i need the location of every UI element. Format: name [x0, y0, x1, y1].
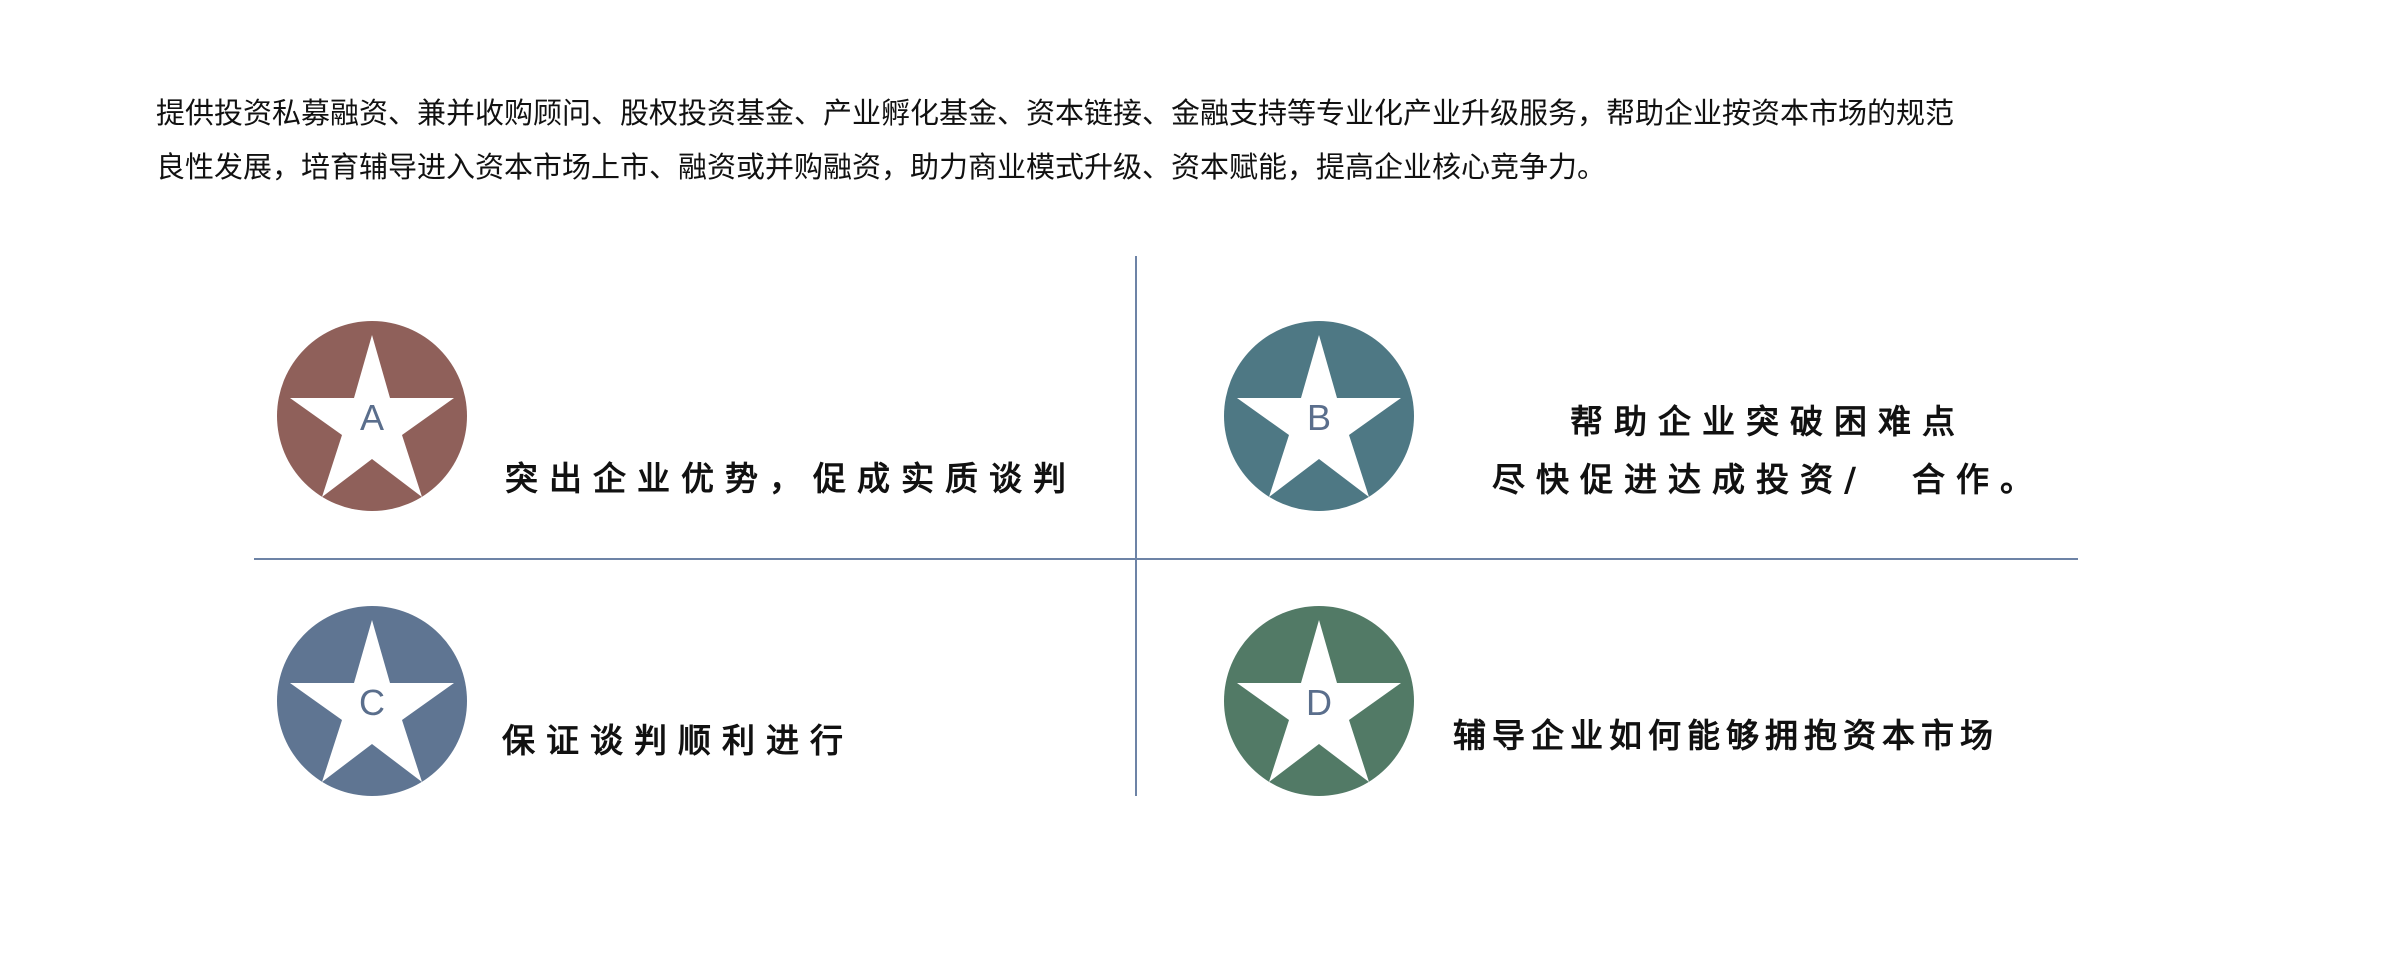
star-icon	[1237, 335, 1401, 497]
badge-a: A	[277, 321, 467, 511]
intro-line-2: 良性发展，培育辅导进入资本市场上市、融资或并购融资，助力商业模式升级、资本赋能，…	[156, 150, 1607, 184]
caption-d: 辅导企业如何能够拥抱资本市场	[1453, 716, 1999, 755]
star-icon	[290, 335, 454, 497]
badge-d: D	[1224, 606, 1414, 796]
star-icon	[1237, 620, 1401, 782]
badge-letter: B	[1306, 397, 1331, 438]
badge-b: B	[1224, 321, 1414, 511]
badge-letter: C	[359, 682, 385, 723]
badge-letter: A	[359, 397, 384, 438]
caption-b: 帮助企业突破困难点 尽快促进达成投资/ 合作。	[1468, 400, 2068, 502]
vertical-divider	[1135, 256, 1137, 796]
badge-letter: D	[1306, 682, 1332, 723]
caption-a: 突出企业优势，促成实质谈判	[505, 459, 1077, 498]
intro-paragraph: 提供投资私募融资、兼并收购顾问、股权投资基金、产业孵化基金、资本链接、金融支持等…	[156, 86, 2256, 194]
horizontal-divider	[254, 558, 2078, 560]
badge-c: C	[277, 606, 467, 796]
caption-b-line-1: 帮助企业突破困难点	[1570, 402, 1966, 441]
caption-c: 保证谈判顺利进行	[502, 721, 854, 760]
intro-line-1: 提供投资私募融资、兼并收购顾问、股权投资基金、产业孵化基金、资本链接、金融支持等…	[156, 96, 1955, 130]
star-icon	[290, 620, 454, 782]
caption-b-line-2: 尽快促进达成投资/ 合作。	[1491, 460, 2045, 499]
